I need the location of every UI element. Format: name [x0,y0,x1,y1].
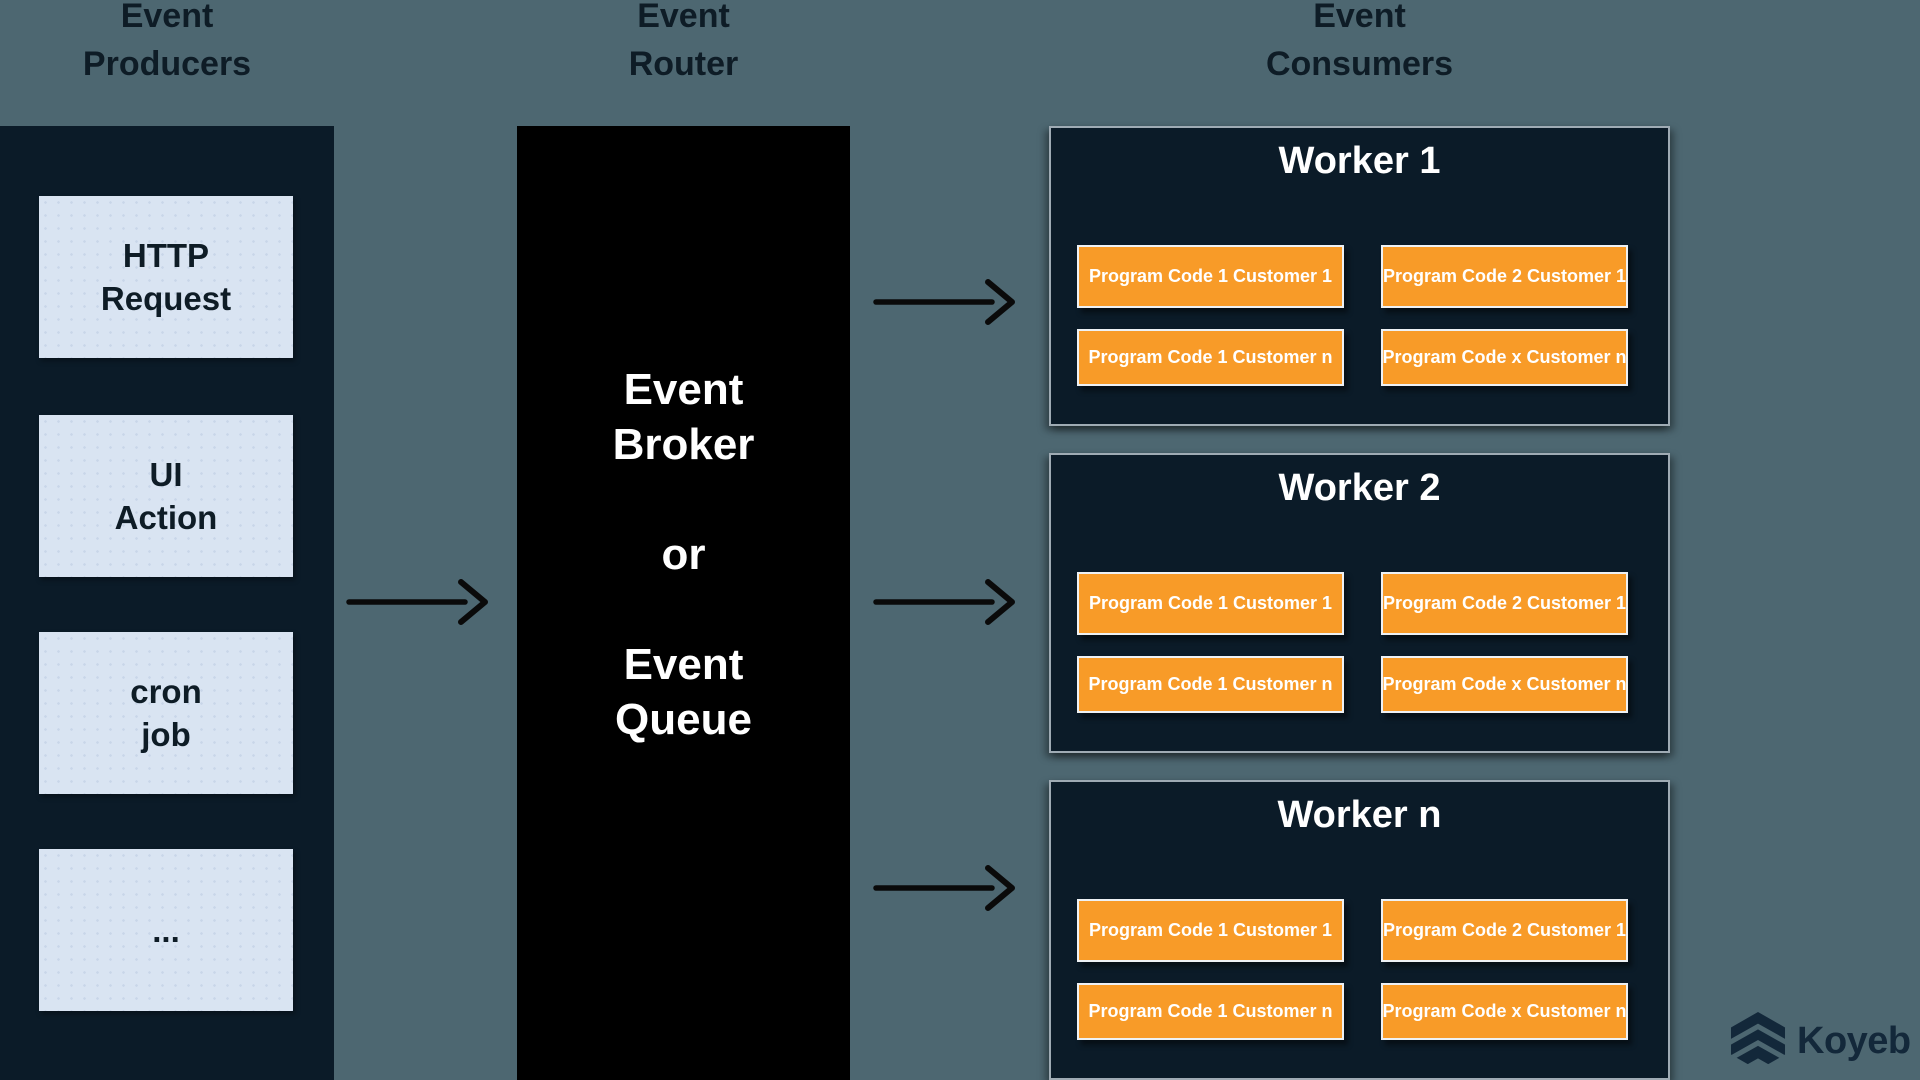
producer-box-ui-action: UI Action [39,415,293,577]
program-code-box: Program Code 2 Customer 1 [1381,572,1628,635]
producer-box-http-request: HTTP Request [39,196,293,358]
program-code-box: Program Code 1 Customer 1 [1077,245,1344,308]
program-code-box: Program Code x Customer n [1381,983,1628,1040]
program-code-box: Program Code 2 Customer 1 [1381,245,1628,308]
arrow-router-to-worker-n-icon [873,865,1015,911]
worker-1-title: Worker 1 [1278,140,1441,182]
worker-2-title: Worker 2 [1278,467,1441,509]
worker-n-title: Worker n [1277,794,1442,836]
program-code-box: Program Code 1 Customer n [1077,983,1344,1040]
program-code-box: Program Code 1 Customer 1 [1077,899,1344,962]
arrow-router-to-worker-1-icon [873,279,1015,325]
event-producers-panel: HTTP Request UI Action cron job ... [0,126,334,1080]
producer-box-more: ... [39,849,293,1011]
producers-header: Event Producers [82,0,252,83]
program-code-box: Program Code x Customer n [1381,656,1628,713]
router-header: Event Router [628,0,739,83]
arrow-producers-to-router-icon [346,579,488,625]
koyeb-logo-icon [1730,1012,1786,1070]
worker-n-panel: Worker n Program Code 1 Customer 1 Progr… [1049,780,1670,1080]
event-router-panel: Event Broker or Event Queue [517,126,850,1080]
koyeb-wordmark: Koyeb [1797,1019,1911,1062]
program-code-box: Program Code x Customer n [1381,329,1628,386]
program-code-box: Program Code 1 Customer 1 [1077,572,1344,635]
arrow-router-to-worker-2-icon [873,579,1015,625]
worker-2-panel: Worker 2 Program Code 1 Customer 1 Progr… [1049,453,1670,753]
producer-box-cron-job: cron job [39,632,293,794]
program-code-box: Program Code 1 Customer n [1077,329,1344,386]
program-code-box: Program Code 1 Customer n [1077,656,1344,713]
consumers-header: Event Consumers [1265,0,1454,83]
router-label: Event Broker or Event Queue [612,365,755,744]
koyeb-logo: Koyeb [1729,1012,1911,1070]
worker-1-panel: Worker 1 Program Code 1 Customer 1 Progr… [1049,126,1670,426]
program-code-box: Program Code 2 Customer 1 [1381,899,1628,962]
